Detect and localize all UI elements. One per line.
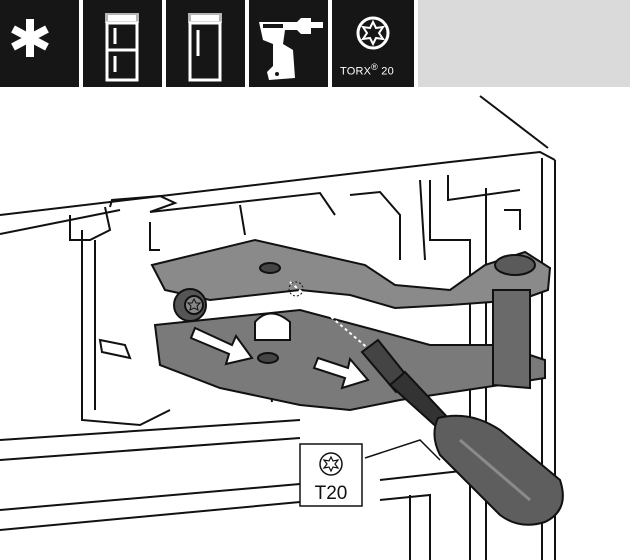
- torx-label-size: 20: [381, 65, 394, 78]
- appliance-body-outline: [0, 95, 556, 560]
- remove-direction-arrows: [189, 326, 370, 390]
- screwdriver: [288, 281, 564, 526]
- hinge-removal-illustration: [0, 95, 564, 560]
- fridge-freezer-combination-icon: [105, 13, 139, 82]
- callout-t20-label: T20: [314, 483, 348, 504]
- torx-bit-cell: TORX® 20: [332, 0, 414, 87]
- torx-t20-callout: T20: [299, 443, 363, 507]
- freezer-asterisk-icon: [11, 19, 49, 57]
- torx-label-prefix: TORX: [340, 65, 372, 78]
- torx-registered-mark: ®: [371, 62, 379, 72]
- callout-leader-line: [364, 439, 441, 461]
- torx-bit-icon: [356, 16, 390, 50]
- toolbar-empty-area: [418, 0, 630, 87]
- cordless-drill-icon: [259, 18, 323, 80]
- freezer-cell: [0, 0, 79, 87]
- single-door-fridge-cell: [166, 0, 245, 87]
- fridge-freezer-cell: [83, 0, 162, 87]
- torx-star-icon: [299, 443, 363, 507]
- tool-symbol-bar: TORX® 20: [0, 0, 630, 87]
- single-door-fridge-icon: [188, 13, 222, 82]
- cordless-drill-cell: [249, 0, 328, 87]
- torx-size-label: TORX® 20: [340, 62, 394, 78]
